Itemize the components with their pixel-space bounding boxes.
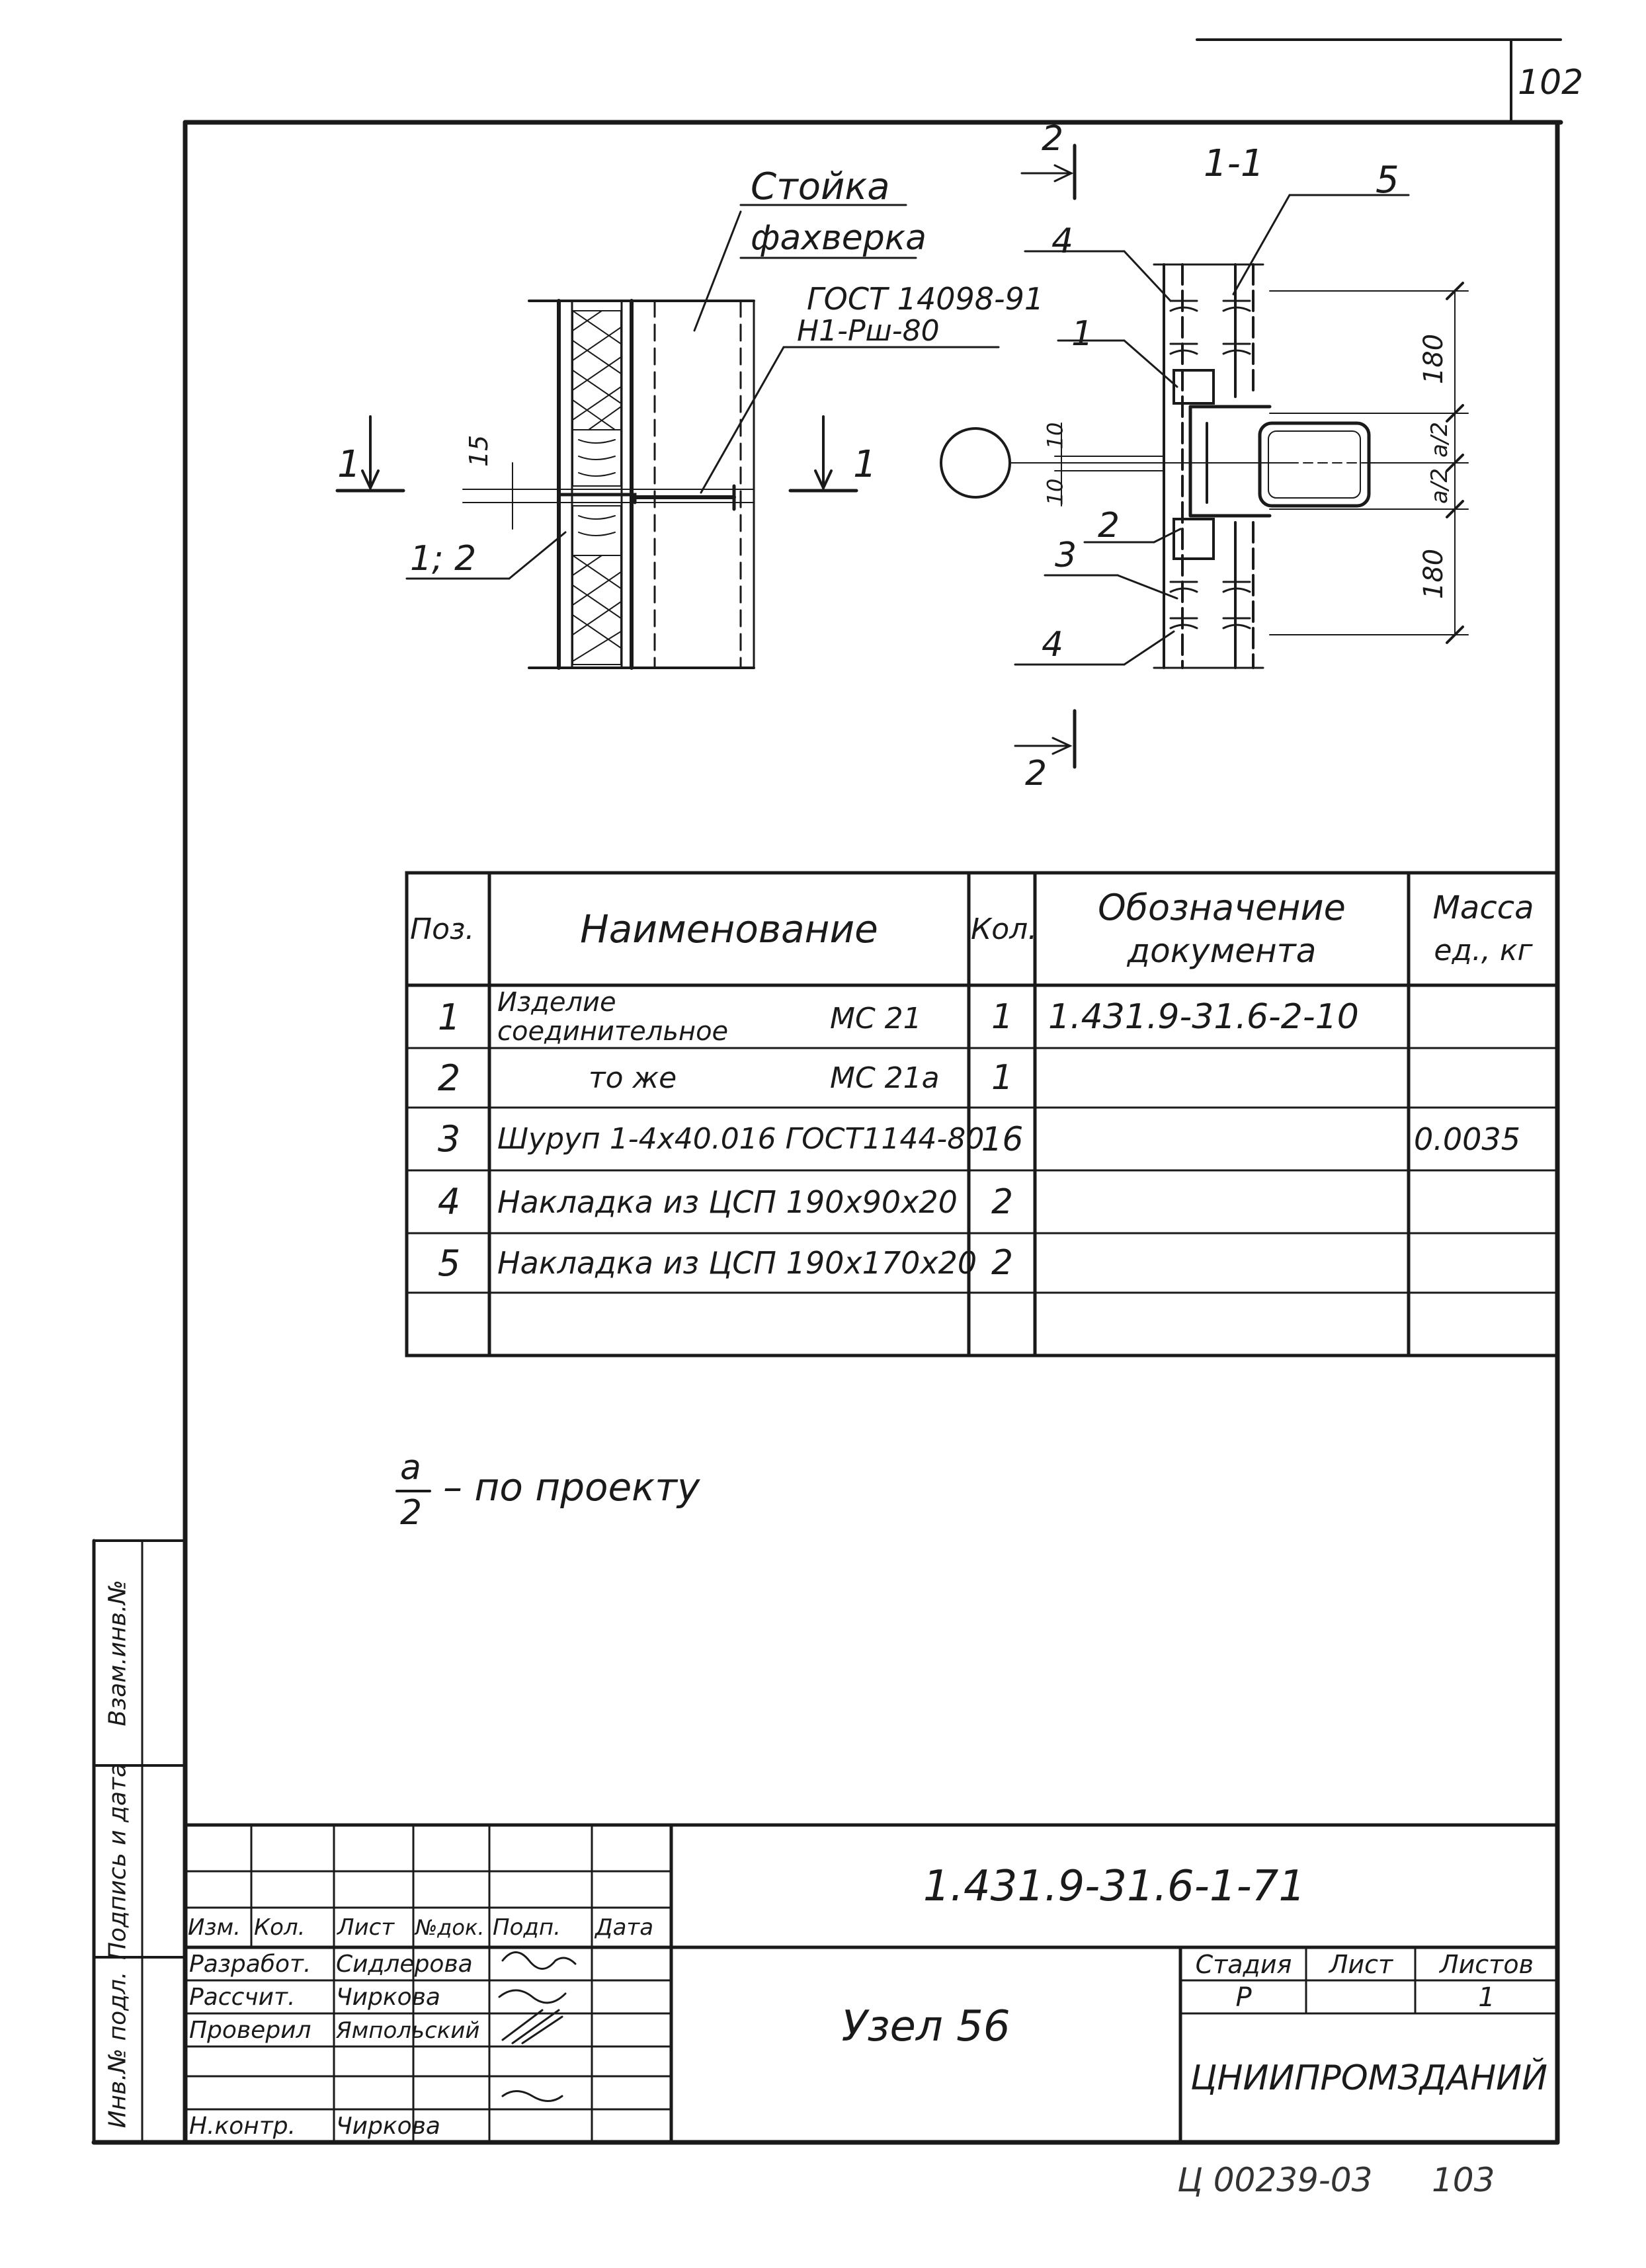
tb-name-razrab: Сидлерова <box>336 1951 473 1978</box>
note-fraction-bottom: 2 <box>400 1493 423 1533</box>
tb-role-rasschit: Рассчит. <box>189 1984 296 2011</box>
dim-10-top: 10 <box>1042 422 1068 450</box>
position-label-2: 2 <box>1098 506 1120 546</box>
position-label-5: 5 <box>1376 159 1399 202</box>
row5-name: Накладка из ЦСП 190x170x20 <box>497 1245 977 1281</box>
tb-role-nkontr: Н.контр. <box>189 2112 296 2140</box>
section-marker-2-top: 2 <box>1042 119 1064 159</box>
header-name: Наименование <box>580 907 878 952</box>
header-qty: Кол. <box>971 912 1038 946</box>
tb-name-nkontr: Чиркова <box>336 2112 440 2140</box>
position-label-4-bottom: 4 <box>1042 625 1064 665</box>
note-text: – по проекту <box>443 1465 700 1510</box>
header-mass-line2: ед., кг <box>1434 934 1533 967</box>
footer-archive-code: Ц 00239-03 <box>1177 2161 1373 2199</box>
section-title-1-1: 1-1 <box>1204 142 1264 185</box>
row2-pos: 2 <box>437 1057 461 1099</box>
row1-doc: 1.431.9-31.6-2-10 <box>1048 997 1359 1037</box>
row2-name: то же <box>589 1061 677 1095</box>
dim-10-bottom: 10 <box>1042 478 1068 506</box>
row3-qty: 16 <box>981 1119 1024 1158</box>
header-doc-line1: Обозначение <box>1098 887 1346 928</box>
tb-header-podp: Подп. <box>493 1914 561 1941</box>
position-label-3: 3 <box>1055 536 1077 575</box>
row5-pos: 5 <box>437 1242 461 1284</box>
row2-qty: 1 <box>991 1058 1014 1098</box>
header-pos: Поз. <box>410 912 475 946</box>
dim-a2-top: a/2 <box>1426 422 1453 458</box>
label-stoika-line1: Стойка <box>751 165 890 208</box>
row1-pos: 1 <box>437 996 461 1038</box>
tb-sheets-label: Листов <box>1440 1949 1534 1979</box>
margin-sign-date: Подпись и дата <box>104 1762 132 1961</box>
dim-180-bottom: 180 <box>1419 548 1450 600</box>
label-gost-line2: Н1-Рш-80 <box>797 314 940 348</box>
node-title: Узел 56 <box>841 2002 1010 2051</box>
section-marker-2-bottom: 2 <box>1025 754 1048 793</box>
position-label-1: 1 <box>1071 314 1094 354</box>
label-gost-line1: ГОСТ 14098-91 <box>807 281 1044 317</box>
dim-180-top: 180 <box>1419 333 1450 385</box>
row3-pos: 3 <box>437 1118 461 1160</box>
dim-a2-bottom: a/2 <box>1426 468 1453 504</box>
document-designation: 1.431.9-31.6-1-71 <box>923 1861 1306 1911</box>
tb-sheet-label: Лист <box>1329 1949 1393 1979</box>
dim-15: 15 <box>464 434 494 467</box>
organization-name: ЦНИИПРОМЗДАНИЙ <box>1190 2058 1547 2098</box>
tb-role-razrab: Разработ. <box>189 1951 311 1978</box>
tb-name-rasschit: Чиркова <box>336 1984 440 2011</box>
sheet-number: 102 <box>1518 63 1584 102</box>
tb-sheet-value <box>1308 1982 1414 2012</box>
header-doc-line2: документа <box>1127 931 1317 970</box>
tb-stage-label: Стадия <box>1195 1949 1292 1979</box>
row1-qty: 1 <box>991 997 1014 1037</box>
section-marker-1-right: 1 <box>853 443 877 486</box>
tb-header-data: Дата <box>595 1914 654 1941</box>
tb-header-kol: Кол. <box>254 1914 306 1941</box>
row5-qty: 2 <box>991 1243 1014 1283</box>
tb-name-proveril: Ямпольский <box>336 2017 480 2044</box>
tb-sheets-value: 1 <box>1478 1982 1495 2013</box>
tb-stage-value: Р <box>1235 1982 1252 2013</box>
row1-name-line2: соединительное <box>497 1016 729 1047</box>
footer-page-number: 103 <box>1432 2161 1495 2199</box>
position-label-4-top: 4 <box>1051 222 1074 261</box>
label-stoika-line2: фахверка <box>751 218 927 258</box>
tb-header-ndoc: №док. <box>415 1915 485 1940</box>
row1-mark: МС 21 <box>830 1001 922 1035</box>
row3-mass: 0.0035 <box>1414 1121 1520 1157</box>
margin-replaces: Взам.инв.№ <box>104 1580 132 1726</box>
tb-header-izm: Изм. <box>188 1914 241 1941</box>
row4-name: Накладка из ЦСП 190x90x20 <box>497 1184 958 1220</box>
tb-header-list: Лист <box>337 1914 395 1941</box>
row4-pos: 4 <box>437 1181 461 1223</box>
row4-qty: 2 <box>991 1182 1014 1222</box>
row1-name-line1: Изделие <box>497 987 616 1018</box>
row3-name: Шуруп 1-4x40.016 ГОСТ1144-80 <box>497 1122 985 1156</box>
note-fraction-top: a <box>400 1448 421 1488</box>
tb-role-proveril: Проверил <box>189 2017 311 2044</box>
row2-mark: МС 21а <box>830 1061 940 1095</box>
header-mass-line1: Масса <box>1432 889 1534 926</box>
margin-inv-orig: Инв.№ подл. <box>104 1971 132 2128</box>
callout-1-2: 1; 2 <box>410 539 477 579</box>
section-marker-1-left: 1 <box>337 443 361 486</box>
